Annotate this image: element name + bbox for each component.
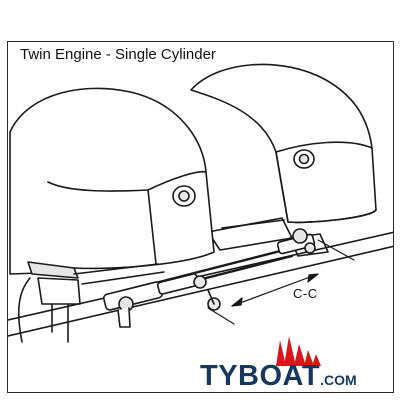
diagram-title: Twin Engine - Single Cylinder — [20, 46, 216, 63]
front-engine — [9, 87, 215, 343]
diagram-frame: Twin Engine - Single Cylinder — [7, 41, 394, 393]
right-steering-cylinder — [276, 228, 316, 255]
dimension-label: C-C — [293, 286, 318, 301]
brand-suffix: .COM — [320, 372, 357, 388]
left-steering-cylinder — [102, 273, 221, 328]
twin-engine-illustration — [8, 63, 393, 343]
sail-logo — [276, 336, 321, 366]
brand-name: TYBOAT — [200, 360, 321, 392]
rear-engine — [190, 63, 377, 257]
dimension-line — [207, 239, 355, 325]
brand-wordmark: TYBOAT.COM — [200, 362, 357, 391]
